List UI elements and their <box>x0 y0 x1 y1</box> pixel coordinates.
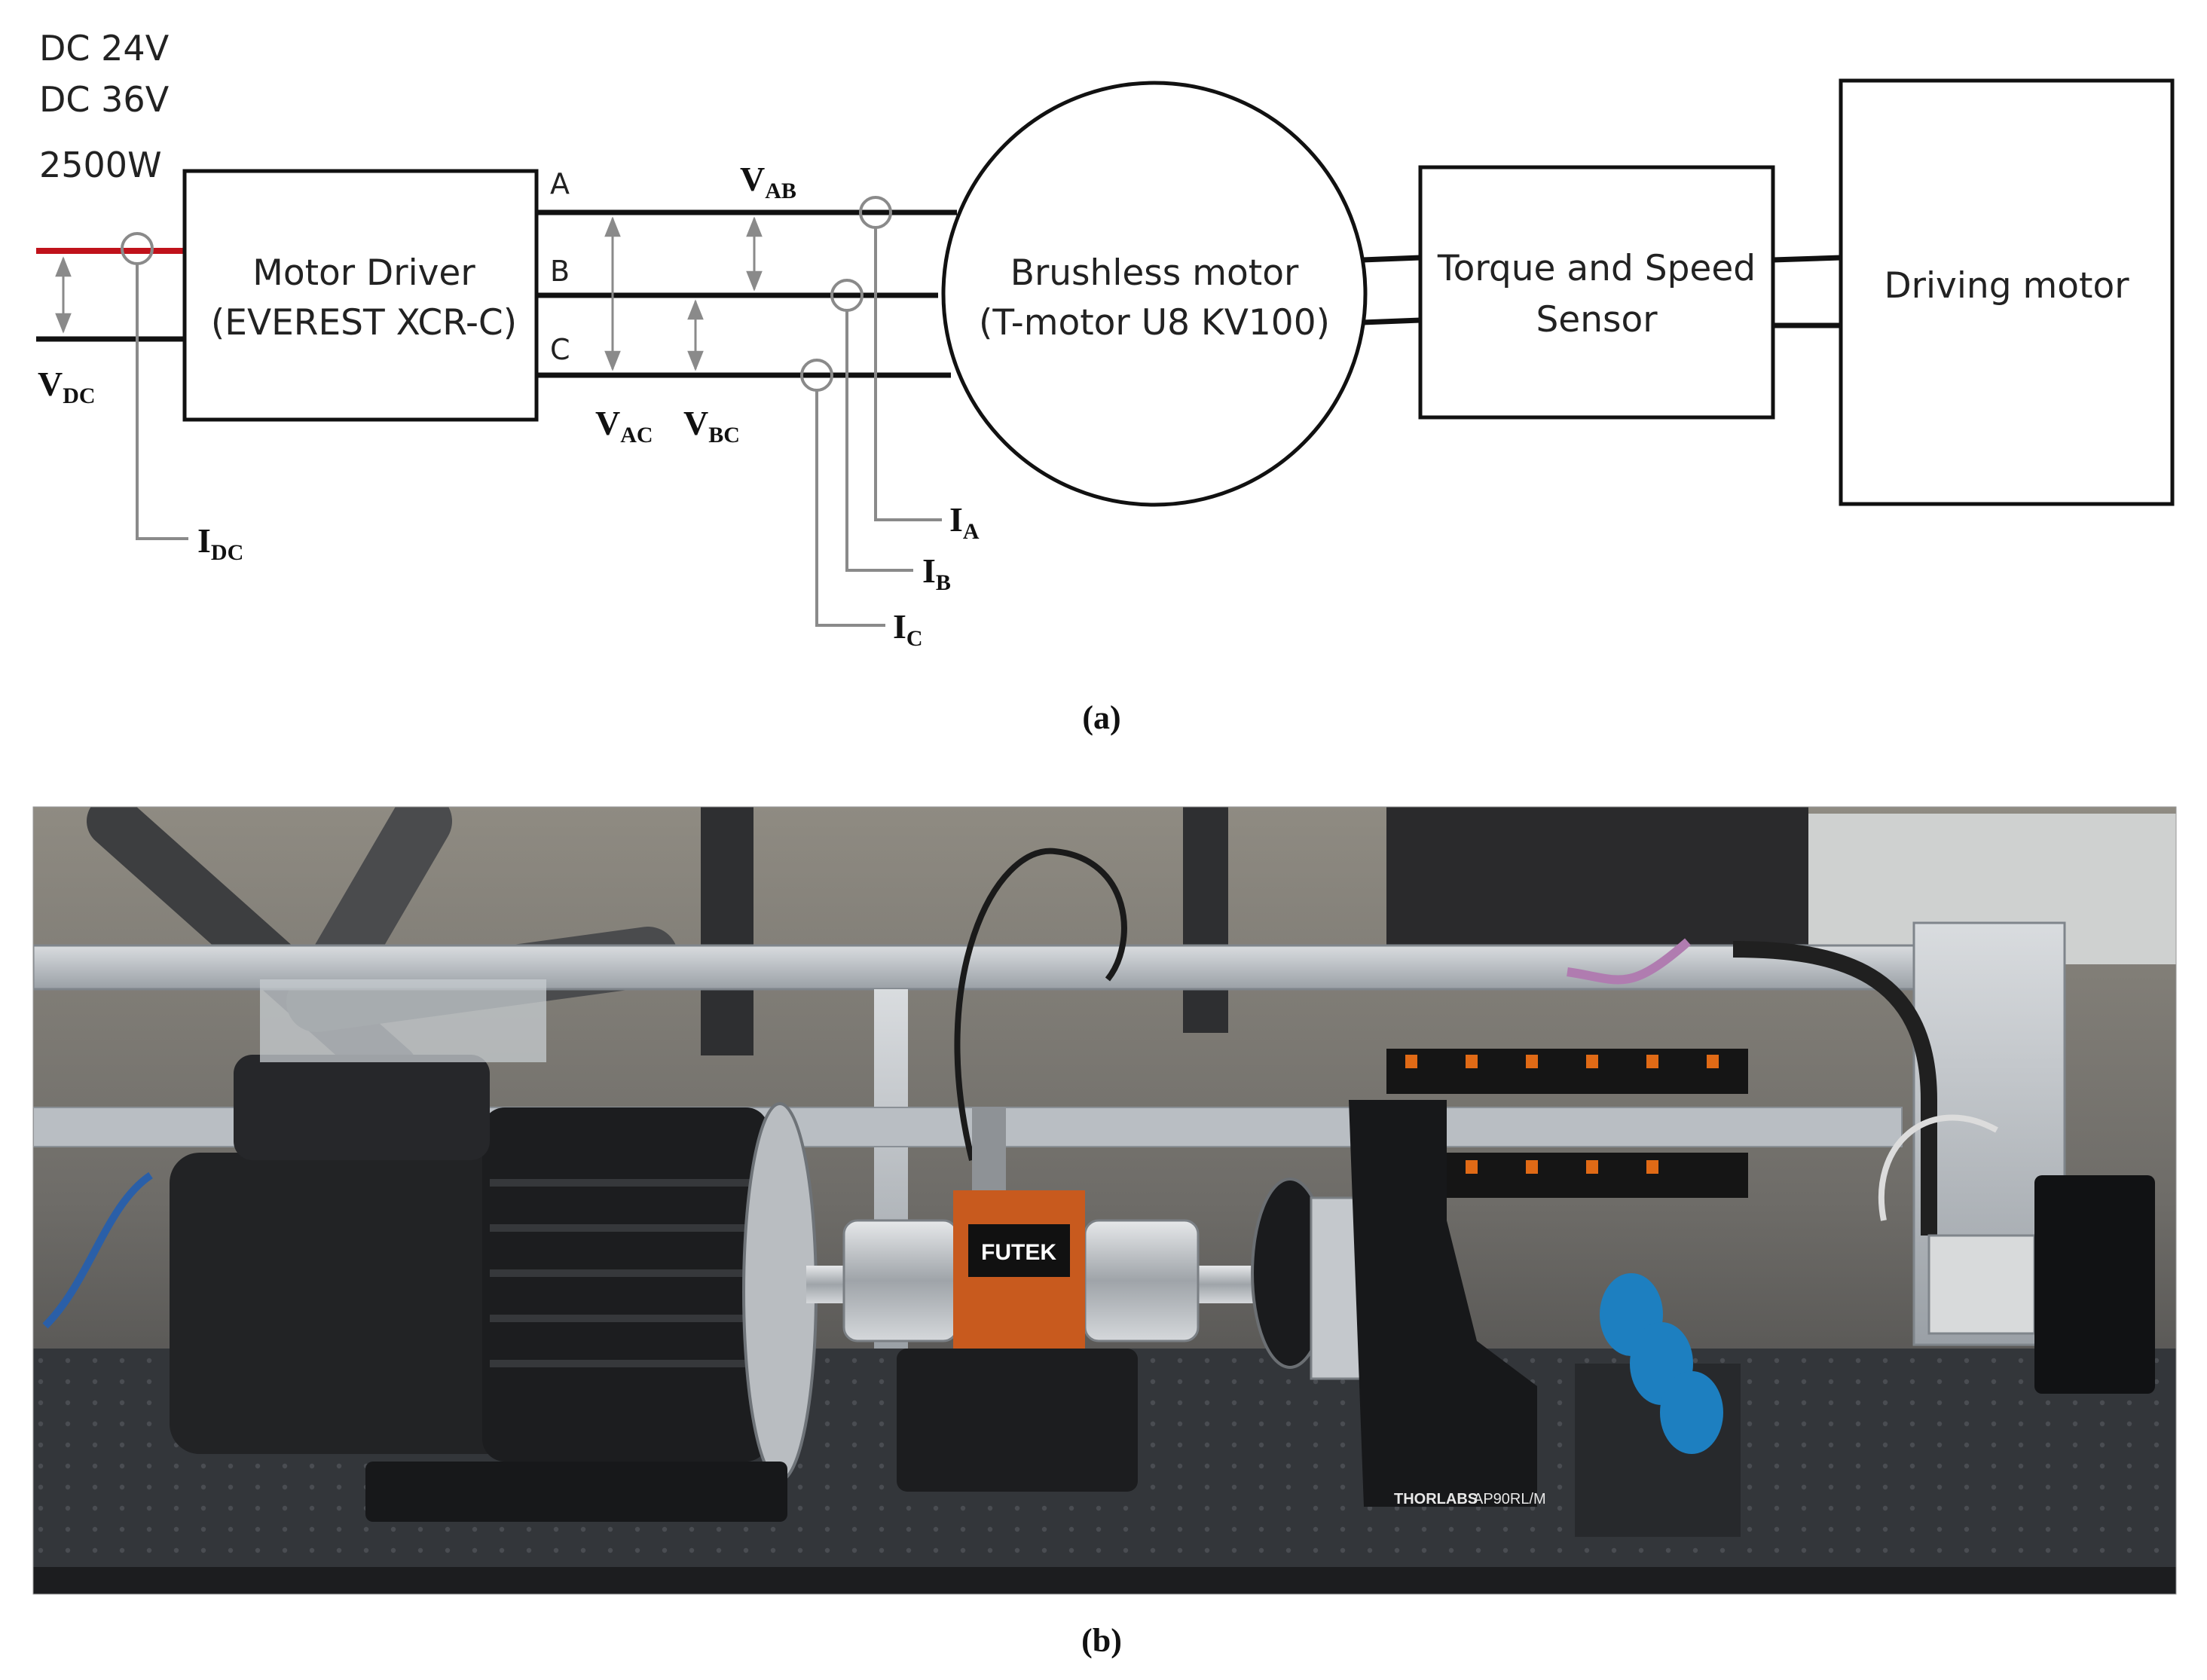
ic-label: IC <box>893 607 923 651</box>
vdc-label: VDC <box>38 365 96 408</box>
vbc-label: VBC <box>683 404 740 447</box>
thorlabs-brand-label: THORLABS <box>1394 1491 1478 1507</box>
supply-power-2500w: 2500W <box>39 145 162 185</box>
brushless-motor-title: Brushless motor <box>1010 252 1299 294</box>
torque-sensor-title-line1: Torque and Speed <box>1437 248 1756 289</box>
coupling-right <box>1084 1219 1200 1342</box>
torque-sensor-title-line2: Sensor <box>1536 299 1658 341</box>
caption-a: (a) <box>1082 699 1120 736</box>
torque-speed-sensor-box <box>1418 165 1775 420</box>
ic-probe-lead <box>815 390 885 627</box>
driving-motor-box <box>1839 78 2175 506</box>
supply-voltage-36v: DC 36V <box>39 79 170 120</box>
schematic-diagram: DC 24V DC 36V 2500W VDC IDC Motor Driver… <box>36 28 2175 736</box>
thorlabs-model-label: AP90RL/M <box>1473 1491 1546 1507</box>
vac-label: VAC <box>595 404 653 447</box>
motor-driver-model: (EVEREST XCR-C) <box>211 302 517 344</box>
brushless-motor-model: (T-motor U8 KV100) <box>979 302 1330 344</box>
shaft-line-bottom-1 <box>1362 317 1421 325</box>
motor-driver-title: Motor Driver <box>252 252 475 294</box>
caption-b: (b) <box>1081 1622 1122 1659</box>
supply-voltage-24v: DC 24V <box>39 28 170 69</box>
current-sensors <box>1575 1273 1741 1537</box>
phase-c-label: C <box>550 333 570 366</box>
photo-frame <box>32 806 2177 1595</box>
ib-probe-lead <box>845 310 913 572</box>
shaft-line-top-2 <box>1772 255 1842 263</box>
brushless-motor-circle <box>941 81 1368 507</box>
braided-cable <box>1732 941 1937 1236</box>
ia-probe-lead <box>874 228 942 521</box>
optical-table-edge <box>33 1567 2176 1594</box>
test-bench-photo: FUTEK THORLABS AP90RL/M <box>32 806 2177 1659</box>
phase-b-label: B <box>550 255 570 288</box>
driving-motor-title: Driving motor <box>1884 265 2129 307</box>
futek-brand-label: FUTEK <box>981 1240 1056 1265</box>
vertical-post-1 <box>701 807 753 1055</box>
futek-torque-sensor: FUTEK <box>897 1107 1138 1492</box>
driving-motor-photo <box>42 979 818 1522</box>
idc-label: IDC <box>197 521 243 565</box>
coupling-left <box>842 1219 958 1342</box>
shaft-line-top-1 <box>1362 255 1421 263</box>
motor-driver-box <box>182 169 539 422</box>
vab-label: VAB <box>740 160 796 203</box>
ib-label: IB <box>922 551 951 595</box>
vertical-post-2 <box>1183 807 1228 1033</box>
sensor-cable <box>954 848 1127 1161</box>
thorlabs-bracket: THORLABS AP90RL/M <box>1349 1100 1546 1507</box>
ia-label: IA <box>949 500 980 544</box>
purple-cable <box>1567 938 1691 985</box>
motor-driver-board-photo <box>1878 1114 2155 1394</box>
phase-a-label: A <box>550 167 570 200</box>
idc-probe-lead <box>136 264 188 540</box>
